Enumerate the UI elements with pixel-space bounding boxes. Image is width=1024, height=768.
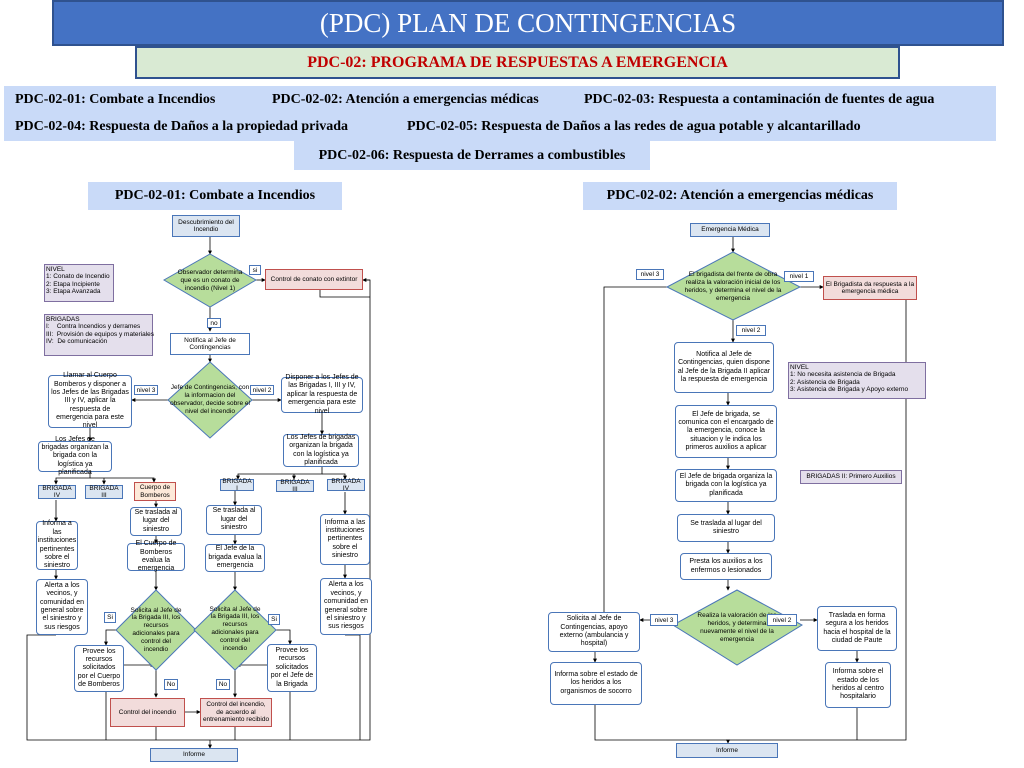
medical-section-header: PDC-02-02: Atención a emergencias médica… xyxy=(583,182,897,210)
fire-brigada-i: BRIGADA I xyxy=(220,478,254,492)
fire-label-no: no xyxy=(207,318,221,328)
fire-control-left: Control del incendio xyxy=(110,698,185,727)
program-item-04: PDC-02-04: Respuesta de Daños a la propi… xyxy=(15,119,349,134)
fire-label-no-left: No xyxy=(164,679,178,690)
fire-label-nivel3: nivel 3 xyxy=(134,385,158,395)
fire-traslada-right: Se traslada al lugar del siniestro xyxy=(206,505,262,535)
fire-solicita-right-text: Solicita al Jefe de la Brigada III, los … xyxy=(209,605,261,652)
fire-brigadas-legend: BRIGADAS I: Contra Incendios y derrames … xyxy=(44,314,154,356)
medical-decision-2-shape xyxy=(672,589,804,666)
fire-conato-box: Control de conato con extintor xyxy=(265,269,363,290)
fire-alerta-left: Alerta a los vecinos, y comunidad en gen… xyxy=(36,579,88,635)
medical-jefe-organiza: El Jefe de brigada organiza la brigada c… xyxy=(675,469,777,502)
medical-decision-1-text: El brigadista del frente de obra realiza… xyxy=(684,271,782,302)
fire-decision-2-shape xyxy=(167,361,253,439)
program-item-02: PDC-02-02: Atención a emergencias médica… xyxy=(272,92,539,107)
medical-solicita: Solicita al Jefe de Contingencias, apoyo… xyxy=(548,612,640,652)
fire-organizan-right: Los Jefes de brigadas organizan la briga… xyxy=(283,434,359,467)
medical-start-box: Emergencia Médica xyxy=(690,223,770,237)
fire-label-si: si xyxy=(249,265,261,275)
page-subtitle: PDC-02: PROGRAMA DE RESPUESTAS A EMERGEN… xyxy=(135,46,900,79)
fire-organizan-left: Los Jefes de brigadas organizan la briga… xyxy=(38,436,112,476)
medical-informa-left: Informa sobre el estado de los heridos a… xyxy=(550,662,642,705)
medical-label-nivel1: nivel 1 xyxy=(784,271,814,282)
fire-brigada-iii-right: BRIGADA III xyxy=(276,479,314,493)
medical-nivel-legend: NIVEL 1: No necesita asistencia de Briga… xyxy=(788,362,926,399)
medical-decision-2-text: Realiza la valoración de los heridos, y … xyxy=(697,612,777,643)
fire-traslada-left: Se traslada al lugar del siniestro xyxy=(130,507,182,536)
medical-brigadas-ii: BRIGADAS II: Primero Auxilios xyxy=(800,470,902,484)
fire-label-no-right: No xyxy=(216,679,230,690)
medical-presta: Presta los auxilios a los enfermos o les… xyxy=(680,553,772,580)
fire-section-header: PDC-02-01: Combate a Incendios xyxy=(88,182,342,210)
fire-alerta-right: Alerta a los vecinos, y comunidad en gen… xyxy=(320,578,372,635)
fire-brigada-iv-left: BRIGADA IV xyxy=(38,485,76,499)
fire-bomberos-evalua: El Cuerpo de Bomberos evalua la emergenc… xyxy=(127,540,185,572)
fire-llamar-box: Llamar al Cuerpo Bomberos y disponer a l… xyxy=(48,372,132,429)
medical-label-nivel3b: nivel 3 xyxy=(650,614,678,626)
fire-label-si-right: Si xyxy=(268,614,280,625)
fire-control-right: Control del incendio, de acuerdo al entr… xyxy=(200,698,272,727)
fire-decision-left-shape xyxy=(115,589,197,671)
fire-decision-1-text: Observador determina que es un conato de… xyxy=(177,269,243,292)
fire-informe-box: Informe xyxy=(150,748,238,762)
medical-label-nivel2: nivel 2 xyxy=(736,325,766,336)
fire-jefe-evalua: El Jefe de la brigada evalua la emergenc… xyxy=(205,544,265,572)
fire-informa-left: Informa a las instituciones pertinentes … xyxy=(36,520,78,570)
medical-label-nivel2b: nivel 2 xyxy=(767,614,797,626)
medical-traslada-forma: Traslada en forma segura a los heridos h… xyxy=(817,606,897,651)
medical-traslada: Se traslada al lugar del siniestro xyxy=(677,514,775,542)
fire-decision-right-shape xyxy=(193,589,277,671)
medical-jefe-comunica: El Jefe de brigada, se comunica con el e… xyxy=(675,405,777,458)
medical-informe-box: Informe xyxy=(676,743,778,758)
fire-notifica-box: Notifica al Jefe de Contingencias xyxy=(170,333,250,355)
page-title: (PDC) PLAN DE CONTINGENCIAS xyxy=(52,0,1004,46)
fire-start-box: Descubrimiento del Incendio xyxy=(172,215,240,237)
fire-provee-left: Provee los recursos solicitados por el C… xyxy=(74,645,124,692)
program-item-01: PDC-02-01: Combate a Incendios xyxy=(15,92,216,107)
fire-brigada-iii-left: BRIGADA III xyxy=(85,485,123,499)
fire-brigada-iv-right: BRIGADA IV xyxy=(327,478,365,492)
medical-informa-right: Informa sobre el estado de los heridos a… xyxy=(825,662,891,708)
medical-decision-1-shape xyxy=(665,251,802,321)
medical-label-nivel3: nivel 3 xyxy=(636,269,664,280)
fire-informa-right: Informa a las instituciones pertinentes … xyxy=(320,514,370,565)
medical-notifica-box: Notifica al Jefe de Contingencias, quien… xyxy=(674,342,774,393)
fire-disponer-box: Disponer a los Jefes de las Brigadas I, … xyxy=(281,374,363,415)
program-item-03: PDC-02-03: Respuesta a contaminación de … xyxy=(584,92,935,107)
fire-decision-1-shape xyxy=(162,253,258,308)
fire-nivel-legend: NIVEL 1: Conato de Incendio 2: Etapa Inc… xyxy=(44,264,114,302)
medical-brigadista-respuesta: El Brigadista da respuesta a la emergenc… xyxy=(823,276,917,300)
program-list-panel: PDC-02-01: Combate a Incendios PDC-02-02… xyxy=(4,86,996,141)
program-item-05: PDC-02-05: Respuesta de Daños a las rede… xyxy=(407,119,861,134)
fire-label-nivel2: nivel 2 xyxy=(250,385,274,395)
program-item-06: PDC-02-06: Respuesta de Derrames a combu… xyxy=(294,141,650,170)
fire-label-si-left: Si xyxy=(104,612,116,623)
fire-provee-right: Provee los recursos solicitados por el J… xyxy=(267,644,317,692)
fire-cuerpo-bomberos: Cuerpo de Bomberos xyxy=(134,482,176,501)
fire-solicita-left-text: Solicita al Jefe de la Brigada III, los … xyxy=(130,606,182,653)
fire-decision-2-text: Jefe de Contingencias, con la informacio… xyxy=(170,384,250,415)
